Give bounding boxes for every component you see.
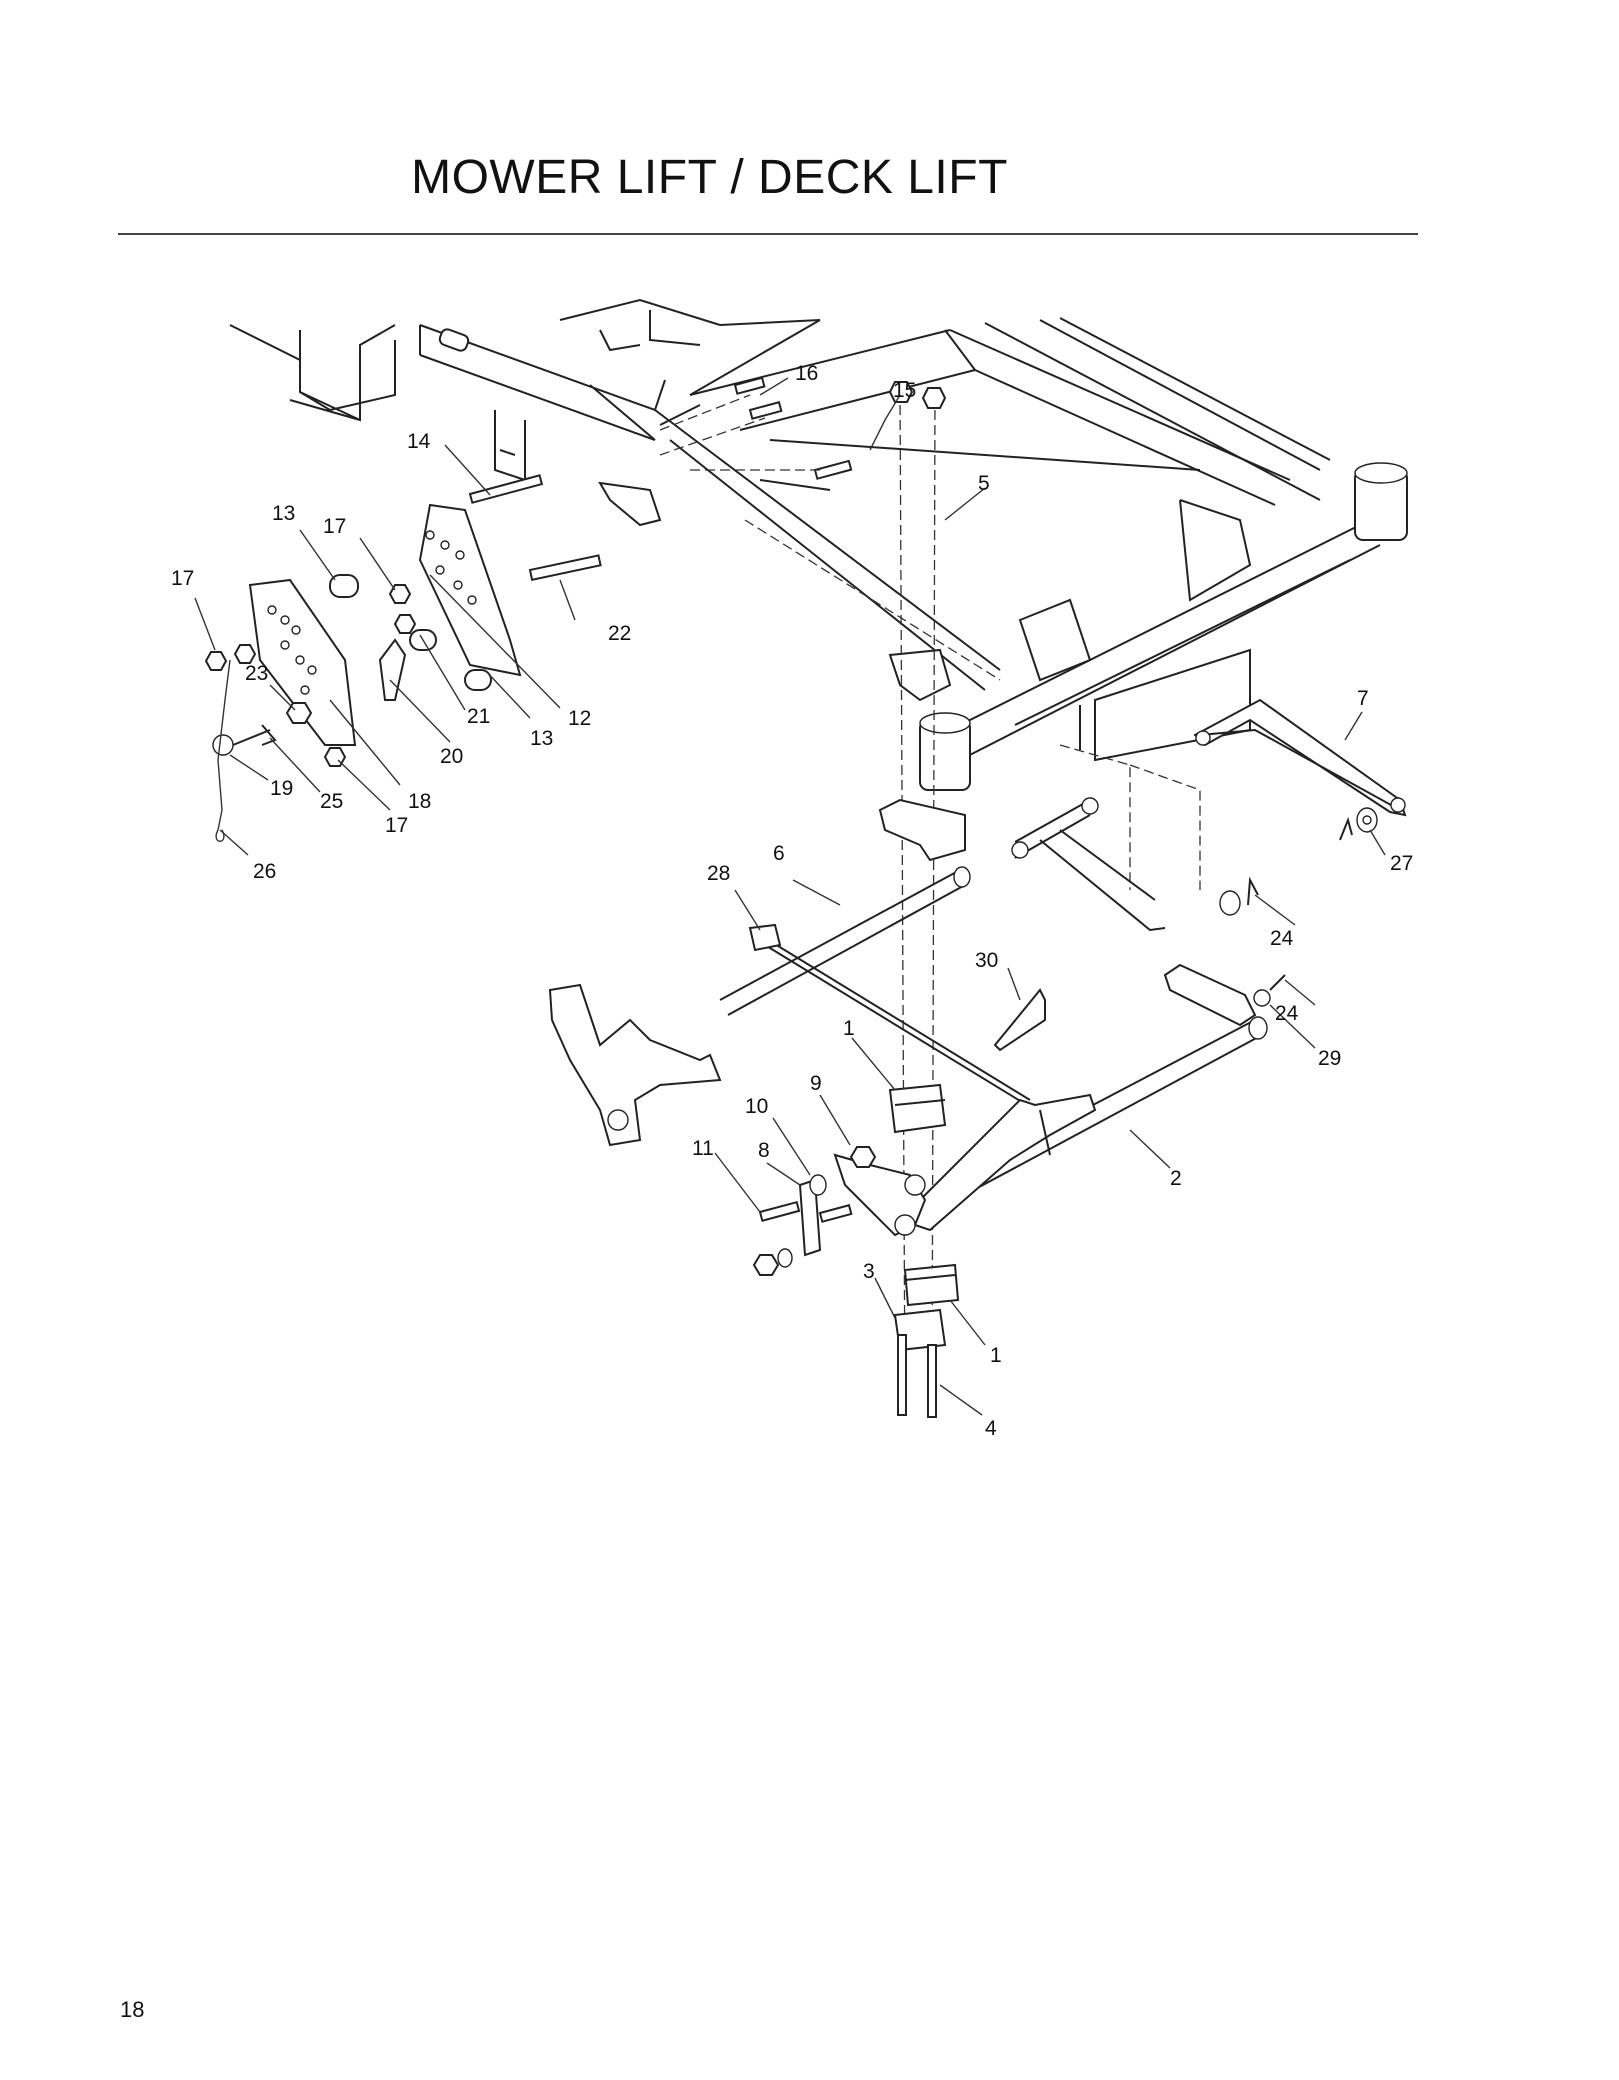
- callout-17-bottom: 17: [385, 814, 408, 837]
- callout-13-top: 13: [272, 502, 295, 525]
- page-number: 18: [120, 1997, 145, 2022]
- callout-15: 15: [893, 379, 916, 402]
- callout-12: 12: [568, 707, 591, 730]
- callout-14: 14: [407, 430, 431, 453]
- callout-17-left: 17: [171, 567, 194, 590]
- callout-28: 28: [707, 862, 730, 885]
- callout-8: 8: [758, 1139, 770, 1162]
- title-divider: [118, 233, 1418, 235]
- lift-shaft-assembly: [548, 798, 1286, 1276]
- callout-25: 25: [320, 790, 343, 813]
- callout-labels: 16 15 5 14 13 17 17 22 12 13 21 20 23 19…: [171, 362, 1413, 1440]
- callout-21: 21: [467, 705, 490, 728]
- callout-22: 22: [608, 622, 631, 645]
- callout-4: 4: [985, 1417, 997, 1440]
- callout-24-upper: 24: [1270, 927, 1294, 950]
- callout-18: 18: [408, 790, 431, 813]
- callout-24-lower: 24: [1275, 1002, 1299, 1025]
- callout-19: 19: [270, 777, 293, 800]
- nut-5b: [921, 387, 947, 409]
- tractor-frame: [229, 298, 1408, 890]
- bolts-15-16: [659, 376, 853, 480]
- callout-20: 20: [440, 745, 463, 768]
- callout-26: 26: [253, 860, 276, 883]
- callout-10: 10: [745, 1095, 768, 1118]
- nut-5a: [888, 381, 914, 403]
- callout-30: 30: [975, 949, 998, 972]
- callout-9: 9: [810, 1072, 822, 1095]
- callout-2: 2: [1170, 1167, 1182, 1190]
- callout-16: 16: [795, 362, 818, 385]
- callout-1-lower: 1: [990, 1344, 1002, 1367]
- callout-1-upper: 1: [843, 1017, 855, 1040]
- callout-27: 27: [1390, 852, 1413, 875]
- mounting-plate-assembly: [204, 474, 602, 842]
- callout-7: 7: [1357, 687, 1369, 710]
- callout-23: 23: [245, 662, 268, 685]
- right-lift-arms: [1011, 698, 1407, 932]
- callout-6: 6: [773, 842, 785, 865]
- callout-13-bottom: 13: [530, 727, 553, 750]
- leader-lines: [194, 377, 1386, 1416]
- callout-3: 3: [863, 1260, 875, 1283]
- callout-5: 5: [978, 472, 990, 495]
- center-bolt-stack: [888, 381, 960, 1418]
- callout-17-top: 17: [323, 515, 346, 538]
- callout-29: 29: [1318, 1047, 1341, 1070]
- callout-11: 11: [692, 1137, 714, 1160]
- page-title: MOWER LIFT / DECK LIFT: [411, 151, 1008, 204]
